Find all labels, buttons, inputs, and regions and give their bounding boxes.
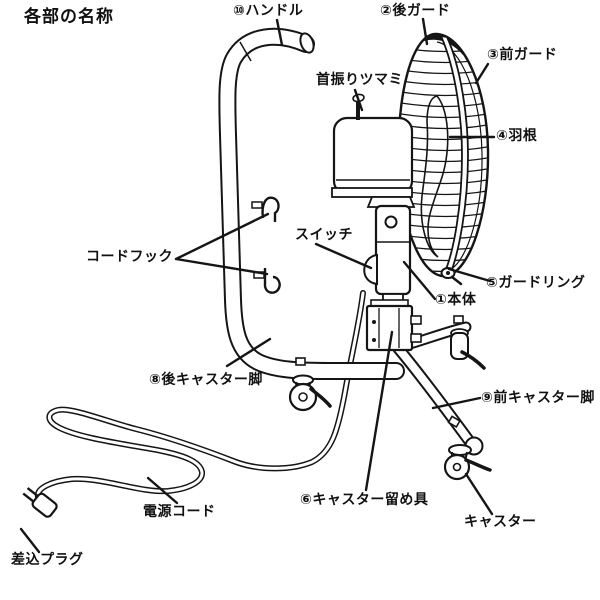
base-clamp xyxy=(365,299,422,352)
cord-hook-upper xyxy=(251,196,280,222)
front-caster-leg-shape xyxy=(392,342,484,456)
rear-caster-wheel xyxy=(288,357,332,412)
power-cord xyxy=(34,290,366,508)
label-handle: ⑩ハンドル xyxy=(233,2,304,18)
label-front-guard: ③前ガード xyxy=(487,46,558,62)
power-plug-shape xyxy=(22,487,58,518)
label-rear-caster-leg: ⑧後キャスター脚 xyxy=(149,371,263,387)
label-blade: ④羽根 xyxy=(496,127,538,143)
label-oscillation-knob: 首振りツマミ xyxy=(316,71,403,87)
label-plug: 差込プラグ xyxy=(11,551,84,567)
label-power-cord: 電源コード xyxy=(143,503,216,519)
handle-tube xyxy=(218,27,405,380)
label-switch: スイッチ xyxy=(295,226,353,242)
switch-knob xyxy=(363,253,378,286)
label-cord-hook: コードフック xyxy=(86,248,173,264)
front-caster-wheel xyxy=(443,444,492,481)
label-caster-stopper: ⑥キャスター留め具 xyxy=(300,491,429,507)
motor-housing xyxy=(331,116,414,198)
label-front-caster-leg: ⑨前キャスター脚 xyxy=(481,389,595,405)
guard-ribs xyxy=(400,47,488,273)
neck-joint xyxy=(366,196,416,308)
page-title: 各部の名称 xyxy=(24,7,114,26)
guard-inner-rim xyxy=(436,41,483,272)
label-caster: キャスター xyxy=(464,513,537,529)
label-rear-guard: ②後ガード xyxy=(380,2,451,18)
leader-lines xyxy=(19,17,496,554)
label-main-body: ①本体 xyxy=(435,291,477,307)
fan-blade xyxy=(420,95,449,258)
label-guard-ring: ⑤ガードリング xyxy=(486,274,586,290)
